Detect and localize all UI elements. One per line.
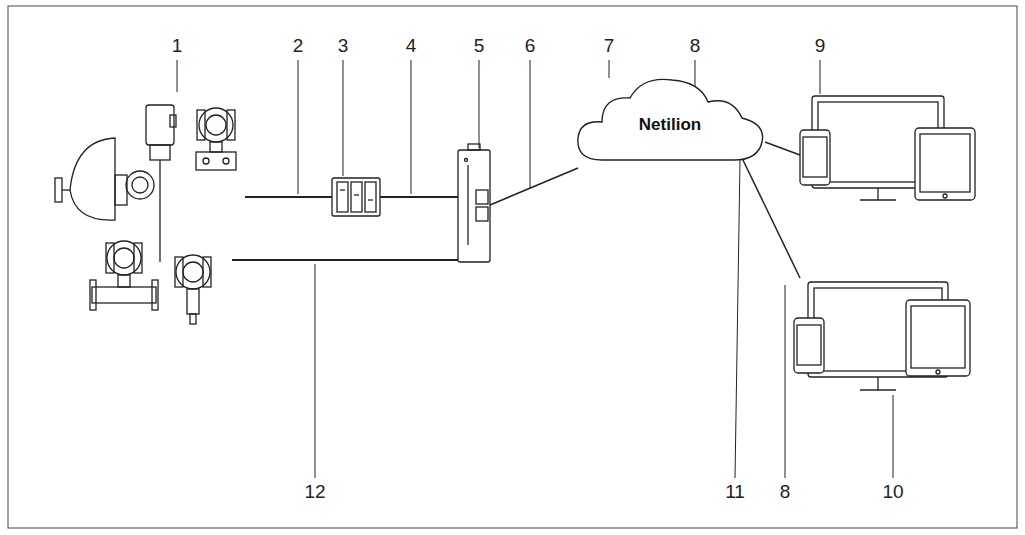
callout-number: 7 — [603, 36, 616, 55]
cloud: Netilion — [572, 72, 768, 164]
callout-number: 8 — [689, 36, 702, 55]
callout-number: 2 — [292, 36, 305, 55]
field-devices — [55, 105, 236, 324]
callout-number: 3 — [337, 36, 350, 55]
cables — [232, 197, 458, 260]
io-module — [332, 178, 380, 216]
callout-number: 4 — [405, 36, 418, 55]
callout-number: 12 — [303, 482, 326, 501]
callout-number: 5 — [473, 36, 486, 55]
callout-number: 9 — [814, 36, 827, 55]
callout-number: 6 — [524, 36, 537, 55]
callout-number: 1 — [171, 36, 184, 55]
callout-number: 11 — [724, 482, 746, 501]
frame — [8, 6, 1017, 528]
leader-lines — [177, 60, 893, 478]
user-devices — [800, 96, 975, 200]
callout-number: 10 — [881, 482, 904, 501]
connection-line — [742, 158, 800, 278]
callout-number: 8 — [779, 482, 792, 501]
edge-device — [458, 144, 490, 262]
cloud-label: Netilion — [639, 115, 701, 135]
connection-line — [490, 168, 578, 205]
user-devices — [794, 282, 970, 390]
